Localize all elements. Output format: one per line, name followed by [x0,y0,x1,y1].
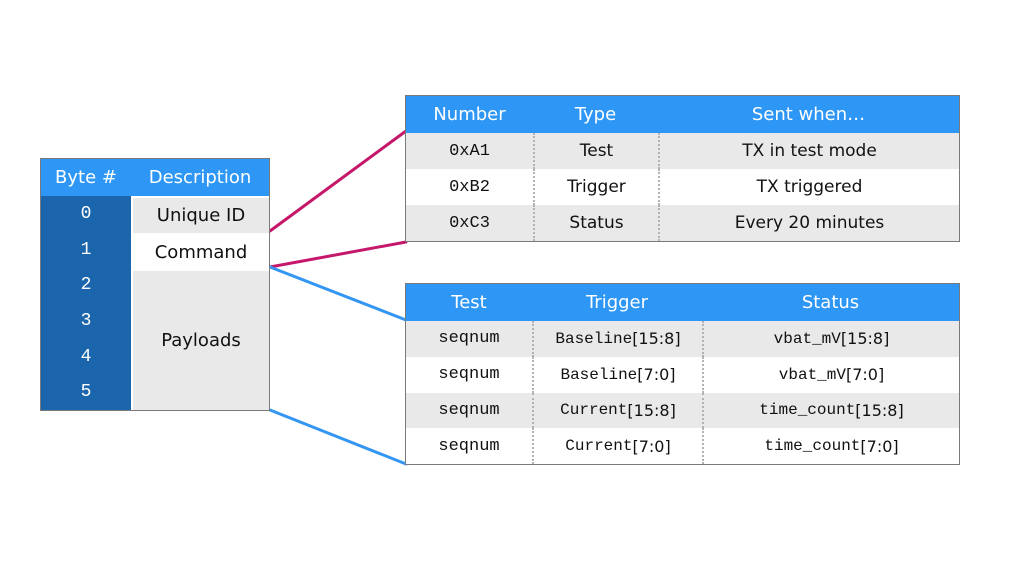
message-number-cell: 0xB2 [449,177,490,197]
payload-test-cell: seqnum [438,400,500,420]
payload-status-cell: vbat_mV[15:8] [702,321,959,357]
message-types-table: Number Type Sent when… 0xA1 Test TX in t… [405,95,960,242]
message-table-row: 0xB2 Trigger TX triggered [406,169,959,205]
payload-table-row: seqnum Baseline[15:8] vbat_mV[15:8] [406,321,959,357]
byte-table-header-row: Byte # Description [41,159,269,196]
message-number-cell: 0xC3 [449,213,490,233]
payload-test-cell: seqnum [438,365,500,385]
message-type-cell: Status [533,205,658,241]
message-sent-when-cell: TX in test mode [658,133,959,169]
field-name: Baseline [560,365,638,384]
payload-table-row: seqnum Baseline[7:0] vbat_mV[7:0] [406,356,959,393]
byte-table-body: 0 1 2 3 4 5 Unique ID Command Payloads [41,196,269,411]
description-command: Command [133,234,269,270]
byte-number-2: 2 [80,275,92,296]
byte-number-column: 0 1 2 3 4 5 [41,196,131,410]
payload-table-row: seqnum Current[7:0] time_count[7:0] [406,428,959,464]
payload-trigger-cell: Current[7:0] [532,428,702,464]
byte-number-0: 0 [80,203,92,224]
sent-when-column-header: Sent when… [751,104,866,125]
payload-table-row: seqnum Current[15:8] time_count[15:8] [406,392,959,429]
description-column: Unique ID Command Payloads [131,196,269,411]
byte-description-table: Byte # Description 0 1 2 3 4 5 Unique ID… [40,158,270,411]
field-name: Current [560,401,628,420]
bit-range: [7:0] [637,365,676,385]
message-number-cell: 0xA1 [449,141,490,161]
field-name: time_count [759,401,856,420]
payload-bytes-table: Test Trigger Status seqnum Baseline[15:8… [405,283,960,465]
payload-trigger-cell: Baseline[15:8] [532,321,702,357]
payload-status-cell: time_count[7:0] [702,428,959,464]
message-type-cell: Test [533,133,658,169]
trigger-column-header: Trigger [585,292,649,313]
payloads-to-payload-table-bottom-line [268,408,408,466]
command-to-message-table-bottom-line [268,240,408,269]
message-sent-when-cell: TX triggered [658,169,959,205]
bit-range: [15:8] [840,329,890,349]
payload-trigger-cell: Current[15:8] [532,392,702,429]
message-table-row: 0xA1 Test TX in test mode [406,133,959,169]
bit-range: [15:8] [855,400,904,420]
description-unique-id: Unique ID [133,198,269,233]
payload-test-cell: seqnum [438,436,500,456]
message-table-row: 0xC3 Status Every 20 minutes [406,205,959,241]
bit-range: [7:0] [632,436,671,456]
field-name: time_count [764,437,861,456]
field-name: vbat_mV [778,365,846,384]
type-column-header: Type [574,104,617,125]
payload-test-cell: seqnum [438,329,500,349]
payload-status-cell: vbat_mV[7:0] [702,356,959,393]
bit-range: [7:0] [860,436,899,456]
bit-range: [15:8] [627,400,676,420]
message-table-header-row: Number Type Sent when… [406,96,959,133]
message-type-cell: Trigger [533,169,658,205]
test-column-header: Test [451,292,487,313]
byte-number-5: 5 [80,382,92,403]
byte-number-3: 3 [80,310,92,331]
byte-number-1: 1 [80,239,92,260]
message-sent-when-cell: Every 20 minutes [658,205,959,241]
field-name: Baseline [555,329,633,348]
payloads-to-payload-table-top-line [268,265,408,322]
byte-number-4: 4 [80,346,92,367]
command-to-message-table-top-line [268,129,408,233]
number-column-header: Number [433,104,506,125]
payload-status-cell: time_count[15:8] [702,392,959,429]
bit-range: [7:0] [845,365,885,385]
field-name: Current [565,437,633,456]
payload-trigger-cell: Baseline[7:0] [532,356,702,393]
payload-table-header-row: Test Trigger Status [406,284,959,321]
status-column-header: Status [801,292,860,313]
description-column-header: Description [148,167,252,188]
byte-number-column-header: Byte # [55,167,117,188]
field-name: vbat_mV [773,329,841,348]
bit-range: [15:8] [632,329,681,349]
description-payloads: Payloads [133,271,269,411]
